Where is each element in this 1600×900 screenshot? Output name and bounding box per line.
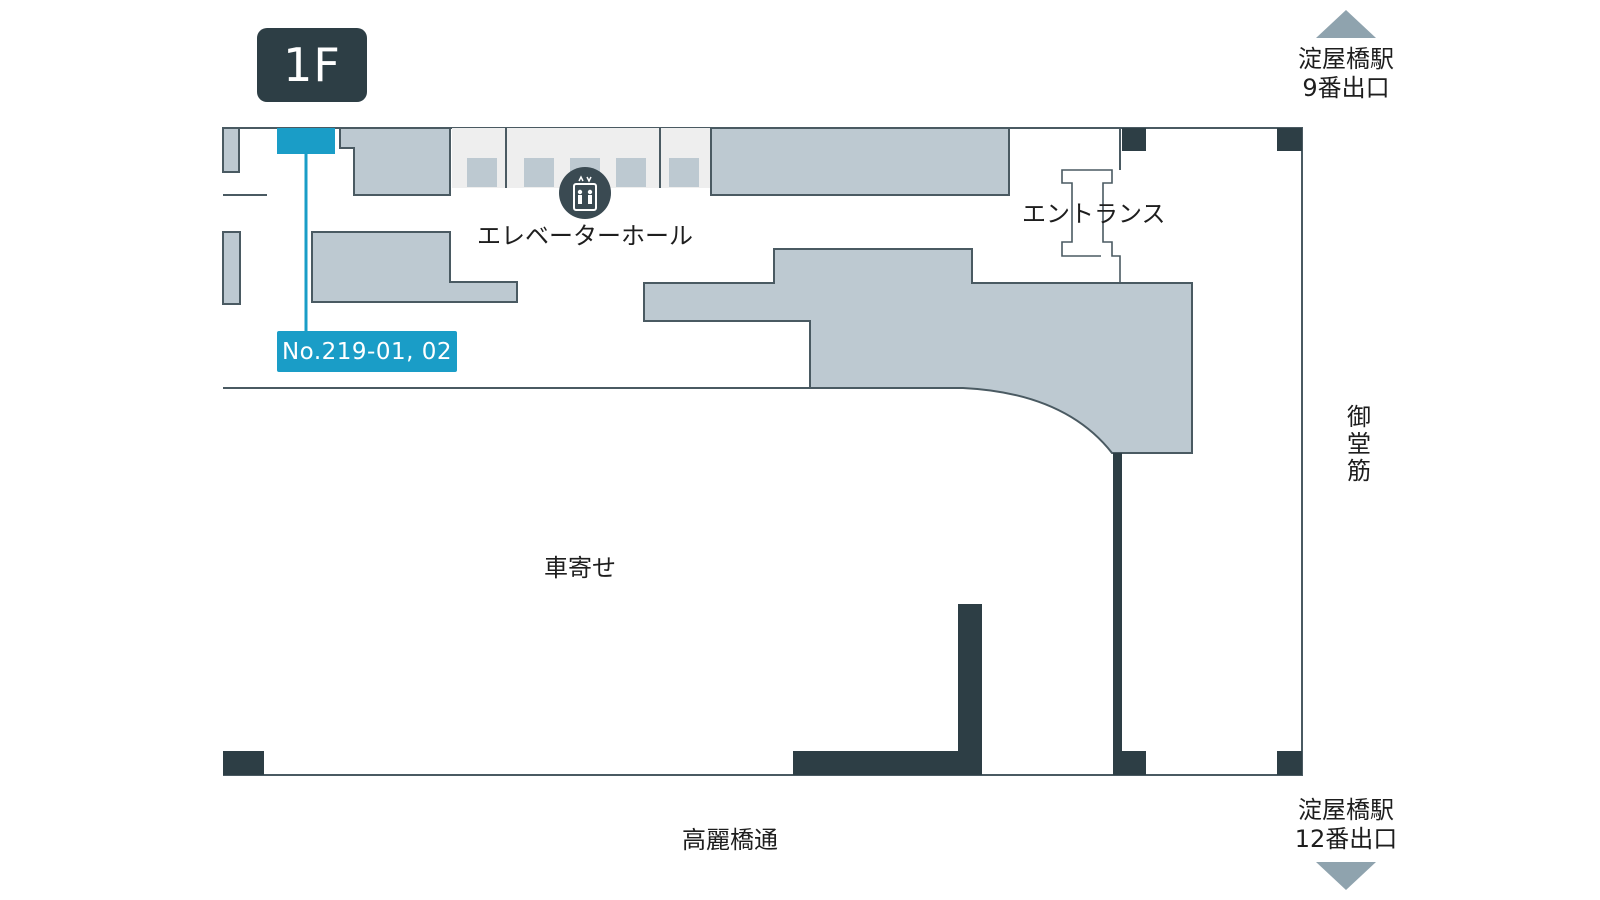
- room-top-1: [339, 127, 451, 196]
- arrow-up-icon: [1316, 10, 1376, 38]
- room-left-mid: [222, 231, 241, 305]
- highlighted-unit-219-01[interactable]: [277, 128, 306, 154]
- room-mid-left: [311, 231, 518, 303]
- room-top-2: [710, 127, 1010, 196]
- entrance-door-right: [1101, 169, 1121, 283]
- wall-vertical: [1113, 453, 1122, 753]
- exit-north: 淀屋橋駅 9番出口: [1286, 45, 1406, 103]
- entrance-label: エントランス: [1022, 200, 1166, 228]
- elevator-hall-label: エレベーターホール: [477, 222, 693, 250]
- exit-south-station: 淀屋橋駅: [1298, 796, 1394, 824]
- column: [1113, 751, 1146, 775]
- exit-north-station: 淀屋橋駅: [1298, 45, 1394, 73]
- column: [1277, 128, 1302, 151]
- elevator-car: [467, 158, 497, 187]
- exit-south-number: 12番出口: [1294, 825, 1398, 853]
- room-left-top: [222, 127, 240, 173]
- wall-horizontal: [793, 751, 982, 775]
- street-east-label: 御堂筋: [1347, 403, 1371, 485]
- column: [223, 751, 264, 775]
- car-drop-off-label: 車寄せ: [544, 554, 616, 582]
- unit-tag[interactable]: No.219-01, 02: [277, 331, 457, 372]
- elevator-icon: [559, 167, 611, 219]
- room-large-center: [643, 248, 1193, 454]
- exit-north-number: 9番出口: [1302, 74, 1390, 102]
- exit-south: 淀屋橋駅 12番出口: [1286, 796, 1406, 854]
- floor-badge: 1F: [257, 28, 367, 102]
- highlighted-unit-219-02[interactable]: [306, 128, 335, 154]
- column: [1122, 128, 1146, 151]
- elevator-car: [524, 158, 554, 187]
- arrow-down-icon: [1316, 862, 1376, 890]
- wall-vertical: [958, 604, 982, 775]
- elevator-car: [669, 158, 699, 187]
- street-south-label: 高麗橋通: [682, 826, 778, 854]
- column: [1277, 751, 1302, 775]
- elevator-car: [616, 158, 646, 187]
- entrance-door-left: [1061, 169, 1101, 257]
